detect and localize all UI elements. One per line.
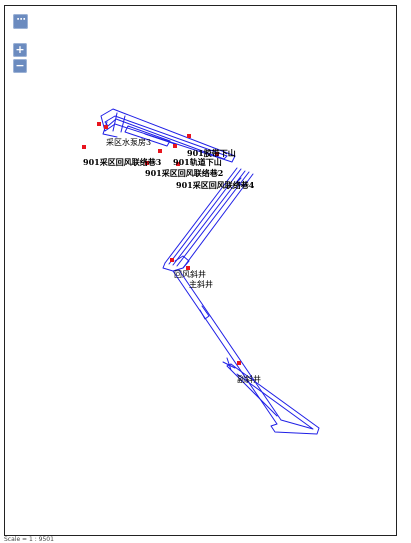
tunnel-bottom-arrow (222, 357, 236, 371)
ellipsis-icon: ⋯ (16, 15, 26, 25)
label-return-air-4: 901采区回风联络巷4 (176, 180, 255, 190)
tunnel-bottom-loop-inner (236, 373, 314, 430)
tunnel-bottom-loop (226, 363, 320, 435)
label-main-shaft: 主斜井 (189, 279, 213, 289)
marker-6[interactable] (158, 149, 162, 153)
tunnel-inner-box (124, 125, 171, 147)
tunnel-bundle-2 (168, 168, 242, 265)
tunnel-bundle-3 (172, 170, 246, 266)
marker-2[interactable] (97, 122, 101, 126)
tunnel-cross-2 (120, 115, 126, 133)
scale-readout: Scale = 1 : 9501 (4, 536, 54, 543)
label-return-air-2: 901采区回风联络巷2 (145, 168, 223, 178)
minus-icon: − (15, 59, 25, 72)
label-return-air-shaft: 回风斜井 (174, 269, 206, 279)
zoom-in-button[interactable]: + (13, 43, 27, 57)
marker-8[interactable] (145, 161, 149, 165)
marker-10[interactable] (170, 258, 174, 262)
mine-tunnel-map[interactable]: 采区水泵房3 901胶带下山 901采区回风联络巷3 901轨道下山 901采区… (5, 6, 397, 536)
label-return-air-3: 901采区回风联络巷3 (83, 157, 162, 167)
map-viewport[interactable]: 采区水泵房3 901胶带下山 901采区回风联络巷3 901轨道下山 901采区… (4, 5, 397, 536)
zoom-out-button[interactable]: − (13, 59, 27, 73)
tunnel-upper-outline (100, 108, 236, 163)
tunnel-bundle-4 (176, 171, 250, 267)
marker-1[interactable] (82, 145, 86, 149)
label-auxiliary-shaft: 副斜井 (237, 374, 261, 384)
label-track-downhill: 901轨道下山 (173, 157, 222, 167)
marker-9[interactable] (176, 162, 180, 166)
tunnel-bundle-6 (236, 177, 248, 187)
marker-12[interactable] (237, 361, 241, 365)
tunnel-cross-1 (112, 112, 118, 132)
tunnel-bundle-1 (164, 167, 238, 264)
tunnel-junction (162, 255, 190, 272)
tunnel-network (100, 108, 320, 435)
tunnel-bundle-5 (182, 173, 254, 269)
label-pump-room: 采区水泵房3 (106, 137, 151, 147)
marker-11[interactable] (186, 266, 190, 270)
tunnel-shaft-right (178, 269, 282, 421)
marker-5[interactable] (173, 144, 177, 148)
marker-4[interactable] (187, 134, 191, 138)
tunnel-inner-box-2 (144, 133, 176, 145)
markers (82, 122, 241, 365)
marker-3[interactable] (104, 125, 108, 129)
marker-7[interactable] (215, 152, 219, 156)
tunnel-shaft-niche (199, 305, 210, 320)
plus-icon: + (15, 43, 25, 56)
menu-button[interactable]: ⋯ (13, 14, 28, 29)
label-belt-downhill: 901胶带下山 (187, 148, 236, 158)
map-labels: 采区水泵房3 901胶带下山 901采区回风联络巷3 901轨道下山 901采区… (83, 137, 261, 384)
